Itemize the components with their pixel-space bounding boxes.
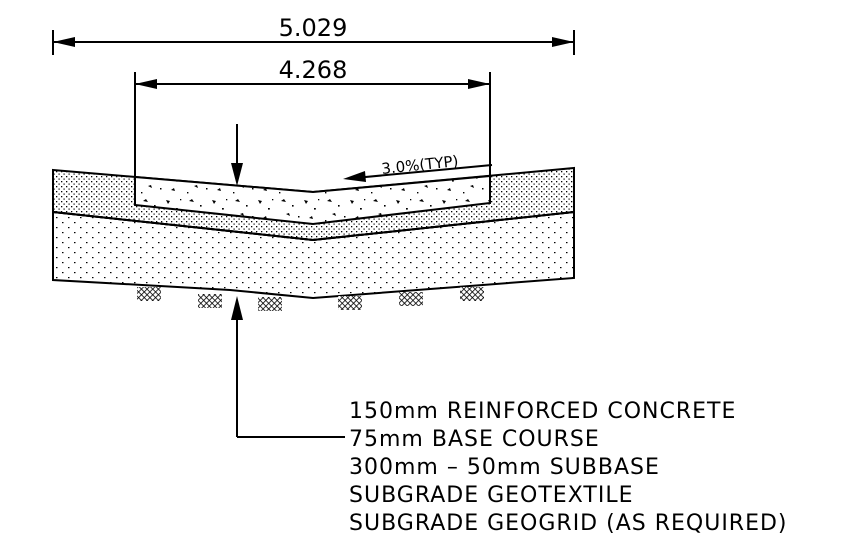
notes-leader-arrowhead: [231, 296, 243, 320]
note-base-course: 75mm BASE COURSE: [349, 427, 600, 452]
slope-arrowhead: [343, 171, 366, 182]
base-subbase-interface: [52, 211, 575, 242]
overall-dim-arrow-right: [552, 37, 574, 47]
geogrid-pad: [198, 294, 222, 308]
slope-leader-line: [354, 164, 493, 179]
note-geogrid: SUBGRADE GEOGRID (AS REQUIRED): [349, 511, 788, 536]
geogrid-pad: [338, 296, 362, 310]
inner-dim-arrow-right: [468, 79, 490, 89]
layer-notes: 150mm REINFORCED CONCRETE 75mm BASE COUR…: [349, 399, 788, 536]
top-leader-arrow: [231, 124, 243, 186]
geogrid-pad: [399, 292, 423, 306]
overall-width-label: 5.029: [279, 14, 348, 42]
inner-width-label: 4.268: [279, 56, 348, 84]
overall-width-dimension: 5.029: [52, 14, 575, 55]
note-geotextile: SUBGRADE GEOTEXTILE: [349, 483, 633, 508]
note-subbase: 300mm – 50mm SUBBASE: [349, 455, 660, 480]
geogrid-pad: [258, 297, 282, 311]
concrete-slab: [134, 174, 491, 226]
slope-label: 3.0%(TYP): [381, 152, 460, 178]
overall-dim-arrow-left: [53, 37, 75, 47]
inner-dim-arrow-left: [135, 79, 157, 89]
top-leader-arrowhead: [231, 163, 243, 186]
geogrid-pads: [137, 287, 484, 311]
geogrid-pad: [137, 287, 161, 301]
pavement-section: [52, 166, 575, 300]
geogrid-pad: [460, 287, 484, 301]
notes-leader: [231, 296, 345, 438]
inner-width-dimension: 4.268: [134, 56, 491, 200]
note-concrete: 150mm REINFORCED CONCRETE: [349, 399, 736, 424]
